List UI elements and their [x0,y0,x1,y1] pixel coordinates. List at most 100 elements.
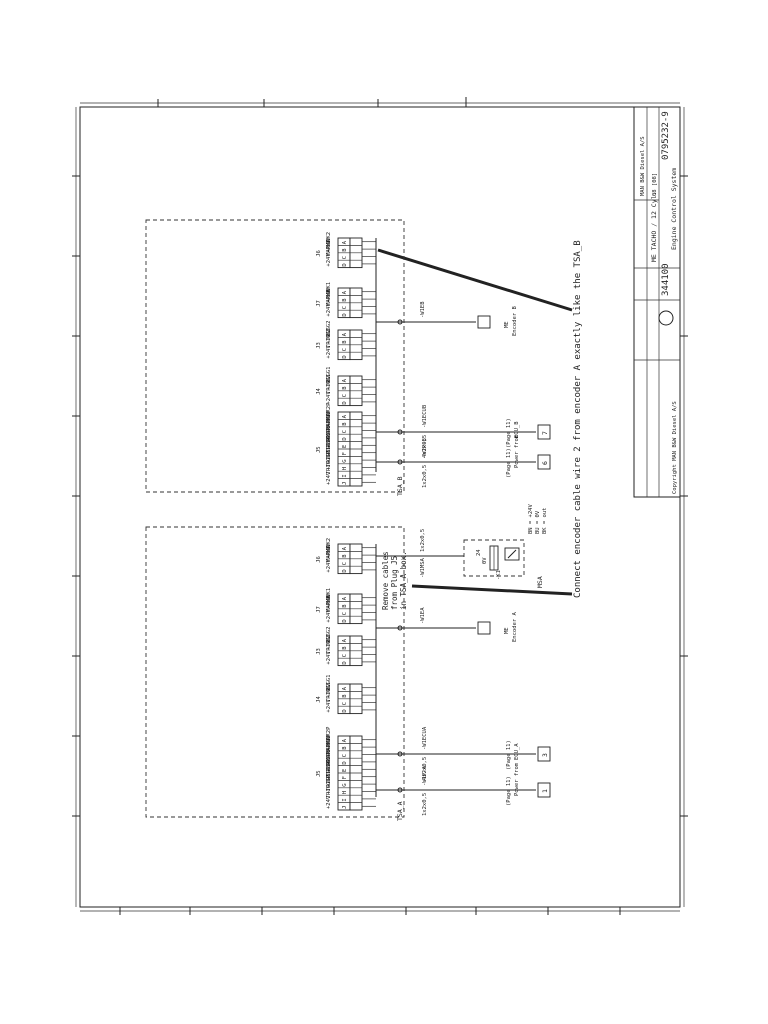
signal-label: +MARK2P [326,726,332,750]
pin-label: B [342,604,348,608]
feed-ref: ECU_A [514,743,520,760]
signal-label: 0V [326,593,332,600]
tsa-units: TSA_BA0VB+MARK2C-MARK2D+24VJ6A0VB+MARK1C… [145,219,551,821]
encoder-sub: Encoder A [512,612,518,642]
signal-label: +24V [326,253,332,267]
signal-label: 0V [326,635,332,642]
pin-label: F [342,776,348,779]
pin-label: H [342,791,348,794]
signal-label: -MARK2P [326,733,332,757]
pin-label: A [342,332,348,336]
signal-label: +TRIGG2P [326,428,332,455]
drawing-subtitle: ME TACHO / 12 Cyl. [650,192,658,262]
drawing-ref: MAN B&W Diesel A/S [640,136,646,196]
signal-label: 0V [326,543,332,550]
pin-label: I [342,798,348,801]
signal-label: +MARK1P [326,417,332,441]
feed-ref: Power from [514,434,520,468]
encoder-cable: -W1EA [420,607,426,624]
junction-dot [397,625,403,631]
pin-label: A [342,378,348,382]
pin-label: D [342,355,348,358]
pin-label: G [342,459,348,462]
pin-label: A [342,546,348,550]
feed-cable: -W1ECUB [422,404,428,428]
pin-label: A [342,240,348,244]
pin-label: H [342,467,348,470]
signal-label: +MARK1 [326,282,332,302]
msa-cable: -W1MSA [420,557,426,578]
feed-cable: -W1P-B [422,437,428,458]
signal-label: -TRIGG2 [326,328,332,351]
unit-frame [145,219,405,493]
feed-spec: 4x2x0,5 [422,435,428,458]
title-block: 0795232-9 344100 Engine Control System M… [633,106,681,498]
signal-label: +24V [326,391,332,405]
signal-label: -MARK2P [326,409,332,433]
signal-label: -MARK1 [326,289,332,309]
signal-label: +TRIGG1 [326,367,332,390]
pin-label: C [342,256,348,259]
feed-page: (Page 11) [506,740,512,770]
feed-ref: ECU_B [514,421,520,438]
remove-note: Remove cables from Plug J5 in TSA_A box. [381,551,408,610]
signal-label: +MARK1 [326,588,332,608]
pin-label: D [342,619,348,622]
pin-label: B [342,298,348,302]
signal-label: +TRIGG2 [326,321,332,344]
signal-label: -TRIGG1 [326,682,332,705]
encoder-cable: -W1EB [420,301,426,318]
connector-j5: A0VB+MARK2PC-MARK2PD+MARK1PE-MARK1PF+TRI… [316,726,376,811]
connector-id: J7 [316,300,322,307]
signal-label: -TRIGG1P [326,450,332,477]
junction-dot [397,429,403,435]
signal-label: -MARK2 [326,239,332,259]
signal-label: -TRIGG2P [326,760,332,787]
page-ref-box [537,454,551,470]
pin-label: C [342,348,348,351]
pin-label: D [342,401,348,404]
pin-label: J [342,806,348,809]
pin-label: B [342,386,348,390]
svg-text:from Plug J5: from Plug J5 [390,556,399,610]
pin-label: C [342,612,348,615]
msa-legend-2: BU = 0V [535,510,541,534]
pin-label: C [342,394,348,397]
pin-label: C [342,654,348,657]
signal-label: 0V [326,683,332,690]
connector-id: J6 [316,556,322,563]
pin-label: G [342,783,348,786]
tsa-unit-tsa_b: TSA_BA0VB+MARK2C-MARK2D+24VJ6A0VB+MARK1C… [145,219,551,496]
signal-label: +TRIGG2P [326,752,332,779]
signal-label: -MARK1 [326,595,332,615]
cable-pointer-b [377,248,573,312]
signal-label: +MARK2P [326,402,332,426]
signal-label: +TRIGG1 [326,675,332,698]
pin-label: D [342,263,348,266]
signal-label: -MARK1P [326,424,332,448]
signal-label: 0V [326,287,332,294]
msa-legend-3: BK = out [542,508,548,535]
page-ref-number: 3 [541,753,549,757]
connector-id: J5 [316,770,322,777]
signal-label: +24V [326,303,332,317]
pin-label: C [342,702,348,705]
signal-label: +TRIGG1P [326,443,332,470]
sheet-number: 344100 [661,263,671,296]
msa-terminal-1: 24 [476,549,482,556]
msa-cable-spec: 1x2x0,5 [420,529,426,552]
connection-note: Connect encoder cable wire 2 from encode… [573,240,583,598]
feed-page: (Page 11) [506,776,512,806]
connector-j5: A0VB+MARK2PC-MARK2PD+MARK1PE-MARK1PF+TRI… [316,402,376,487]
pin-label: B [342,746,348,750]
pin-label: B [342,422,348,426]
drawing-number: 0795232-9 [661,111,671,160]
cable-pointer-a [411,584,573,596]
